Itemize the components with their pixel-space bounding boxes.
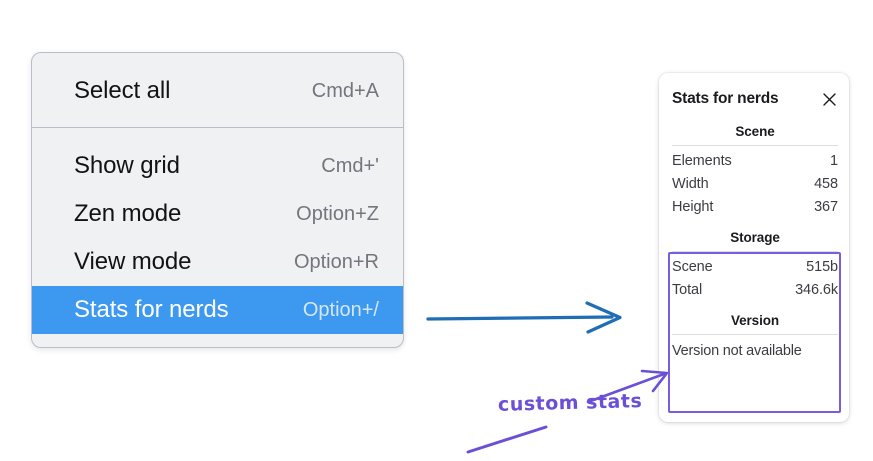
- stat-row: Total 346.6k: [672, 278, 838, 301]
- flow-arrow-blue: [426, 301, 622, 334]
- underline-stroke-purple: [466, 425, 548, 454]
- stat-row: Width 458: [672, 172, 838, 195]
- stat-key: Scene: [672, 258, 713, 275]
- menu-item-show-grid[interactable]: Show grid Cmd+': [32, 142, 403, 190]
- menu-top-padding: [32, 53, 403, 67]
- stat-value: 515b: [806, 258, 838, 275]
- menu-item-stats-for-nerds[interactable]: Stats for nerds Option+/: [32, 286, 403, 334]
- stat-value: 1: [830, 152, 838, 169]
- section-heading-scene: Scene: [735, 124, 775, 139]
- menu-item-shortcut: Cmd+A: [311, 79, 379, 102]
- context-menu[interactable]: Select all Cmd+A Show grid Cmd+' Zen mod…: [31, 52, 404, 348]
- close-icon[interactable]: [820, 90, 838, 108]
- handwritten-label-custom-stats: custom stats: [497, 390, 643, 416]
- menu-item-shortcut: Cmd+': [321, 154, 379, 177]
- stats-for-nerds-panel[interactable]: Stats for nerds Scene Elements 1 Width 4…: [659, 73, 849, 422]
- menu-item-view-mode[interactable]: View mode Option+R: [32, 238, 403, 286]
- menu-item-label: Zen mode: [74, 200, 182, 227]
- menu-item-label: Show grid: [74, 152, 180, 179]
- callout-arrow-purple: [586, 369, 669, 404]
- menu-item-shortcut: Option+R: [293, 250, 379, 273]
- version-value: Version not available: [672, 343, 802, 359]
- stat-value: 458: [814, 175, 838, 192]
- stat-value: 346.6k: [795, 281, 838, 298]
- menu-item-label: Select all: [74, 77, 171, 104]
- stat-row: Elements 1: [672, 149, 838, 172]
- menu-group-2-bottom-padding: [32, 334, 403, 346]
- section-rule: [672, 145, 838, 146]
- menu-item-zen-mode[interactable]: Zen mode Option+Z: [32, 190, 403, 238]
- section-heading-storage: Storage: [730, 230, 780, 245]
- stat-key: Height: [672, 198, 714, 215]
- panel-body: Scene Elements 1 Width 458 Height 367 St…: [659, 112, 849, 363]
- menu-group-1: Select all Cmd+A: [32, 53, 403, 127]
- menu-divider: [32, 127, 403, 128]
- section-rule: [672, 251, 838, 252]
- menu-item-shortcut: Option+/: [302, 298, 379, 321]
- stat-row: Height 367: [672, 195, 838, 218]
- stat-key: Elements: [672, 152, 732, 169]
- stat-key: Total: [672, 281, 703, 298]
- section-heading-version: Version: [730, 313, 780, 328]
- menu-item-label: View mode: [74, 248, 192, 275]
- menu-group-1-bottom-padding: [32, 115, 403, 127]
- menu-item-select-all[interactable]: Select all Cmd+A: [32, 67, 403, 115]
- panel-header: Stats for nerds: [659, 86, 849, 112]
- stat-row: Scene 515b: [672, 255, 838, 278]
- menu-item-shortcut: Option+Z: [296, 202, 379, 225]
- stat-value: 367: [814, 198, 838, 215]
- menu-group-2-top-padding: [32, 128, 403, 142]
- section-rule: [672, 334, 838, 335]
- menu-group-2: Show grid Cmd+' Zen mode Option+Z View m…: [32, 128, 403, 346]
- menu-item-label: Stats for nerds: [74, 296, 229, 323]
- stat-key: Width: [672, 175, 709, 192]
- panel-title: Stats for nerds: [672, 90, 779, 107]
